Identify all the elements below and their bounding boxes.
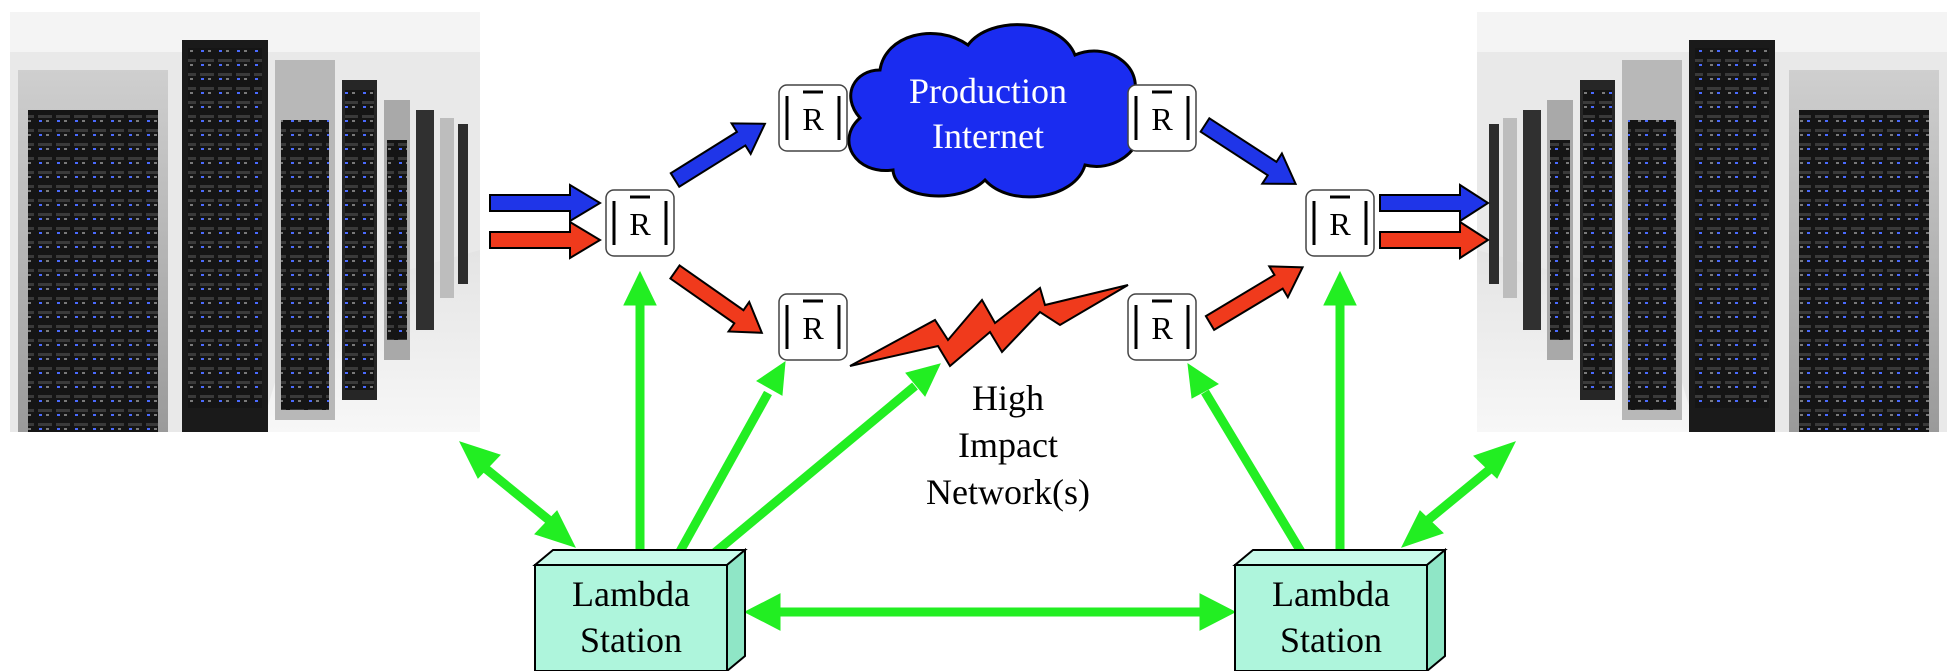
control-link-station-head-left	[743, 593, 781, 631]
lambda-station-left: Lambda Station	[532, 547, 748, 671]
router-right-production: R	[1127, 84, 1197, 152]
control-link-right-edge-router-head	[1323, 270, 1357, 306]
high-impact-path-arrow-1	[669, 264, 764, 334]
station-right-label-line1: Lambda	[1272, 574, 1390, 614]
left-site-outbound-arrows	[489, 183, 602, 260]
right-site-inbound-arrows	[1379, 183, 1490, 260]
high-impact-path-arrow-2	[1204, 265, 1305, 332]
router-icon	[1305, 189, 1375, 257]
production-path-arrow-2	[1199, 116, 1298, 185]
cloud-label-line1: Production	[909, 71, 1067, 111]
station-box-icon	[1234, 564, 1428, 671]
high-impact-path-arrows	[669, 264, 1305, 334]
router-left-production: R	[778, 84, 848, 152]
router-icon	[605, 189, 675, 257]
router-left-edge: R	[605, 189, 675, 257]
control-link-left-edge-router-head	[623, 270, 657, 306]
router-icon	[778, 293, 848, 361]
hin-label-line2: Impact	[958, 425, 1058, 465]
left-production-flow-arrow	[489, 183, 602, 223]
station-box-side	[726, 547, 746, 671]
station-box-top	[532, 549, 748, 566]
control-link-left-hin-bolt	[709, 382, 918, 559]
control-link-right-site-head-b	[1401, 510, 1444, 548]
lightning-bolt-icon	[849, 284, 1129, 368]
router-label: R	[1151, 310, 1173, 346]
left-high-impact-flow-arrow	[489, 220, 602, 260]
left-site-server-room-image	[10, 12, 480, 432]
control-link-left-site-head-b	[534, 510, 576, 548]
router-label: R	[1329, 206, 1351, 242]
control-link-right-site	[1419, 461, 1498, 529]
station-left-label-line1: Lambda	[572, 574, 690, 614]
control-link-left-hin-bolt-head	[905, 363, 941, 397]
station-box-icon	[534, 564, 728, 671]
router-label: R	[802, 101, 824, 137]
station-box-side	[1426, 547, 1446, 671]
production-internet-cloud: Production Internet	[847, 23, 1143, 199]
right-production-flow-arrow	[1379, 183, 1490, 223]
control-link-left-hin-router-head	[756, 360, 786, 396]
control-link-right-hin-router-head	[1187, 362, 1219, 399]
lambda-station-right: Lambda Station	[1232, 547, 1448, 671]
router-icon	[1127, 84, 1197, 152]
cloud-label-line2: Internet	[932, 116, 1044, 156]
high-impact-network-bolt	[849, 284, 1129, 368]
router-right-high-impact: R	[1127, 293, 1197, 361]
control-link-left-site-head-a	[459, 441, 501, 479]
control-links	[459, 270, 1516, 631]
right-site-server-room-image	[1477, 12, 1947, 432]
router-left-high-impact: R	[778, 293, 848, 361]
station-left-label-line2: Station	[580, 620, 682, 660]
right-high-impact-flow-arrow	[1379, 220, 1490, 260]
control-link-right-site-head-a	[1473, 441, 1516, 479]
router-icon	[1127, 293, 1197, 361]
control-link-left-hin-router	[674, 390, 772, 558]
cloud-icon	[847, 23, 1143, 199]
router-label: R	[802, 310, 824, 346]
router-icon	[778, 84, 848, 152]
router-label: R	[1151, 101, 1173, 137]
station-box-top	[1232, 549, 1448, 566]
hin-label-line3: Network(s)	[926, 472, 1090, 512]
control-link-station-head-right	[1199, 593, 1237, 631]
control-link-right-hin-router	[1201, 389, 1307, 558]
router-right-edge: R	[1305, 189, 1375, 257]
production-path-arrow-1	[669, 122, 767, 189]
router-label: R	[629, 206, 651, 242]
hin-label-line1: High	[972, 378, 1044, 418]
production-path-arrows	[669, 116, 1298, 189]
control-link-left-site	[477, 460, 558, 529]
station-right-label-line2: Station	[1280, 620, 1382, 660]
